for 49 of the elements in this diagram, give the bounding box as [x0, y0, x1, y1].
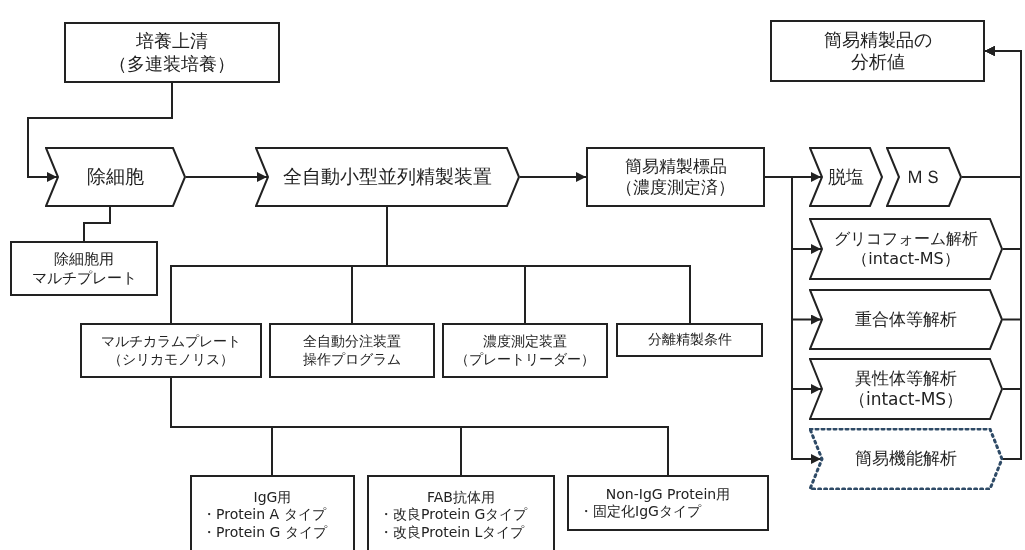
list-item: ・改良Protein Gタイプ: [379, 506, 528, 524]
node-label: 分離精製条件: [647, 331, 732, 349]
node-label: 培養上清（多連装培養）: [109, 30, 235, 75]
node-label: 簡易精製標品（濃度測定済）: [616, 155, 735, 199]
arrow: [519, 172, 587, 182]
process-step: [886, 147, 962, 207]
node-label: ＭＳ: [906, 165, 942, 189]
process-step: [809, 289, 1003, 350]
process-box: [442, 323, 608, 378]
node-label: FAB抗体用: [427, 488, 495, 507]
list-item: ・改良Protein Lタイプ: [379, 523, 525, 542]
connector-line: [83, 206, 111, 242]
process-box: [616, 323, 763, 357]
column-type-box: [190, 475, 355, 550]
node-label: 重合体等解析: [855, 308, 957, 331]
process-box: [80, 323, 262, 378]
process-step: [809, 358, 1003, 420]
node-label: Non-IgG Protein用: [605, 485, 731, 503]
list-item: ・Protein A タイプ: [202, 506, 326, 524]
process-step: [809, 218, 1003, 280]
process-box: [10, 241, 158, 296]
process-step: [809, 147, 883, 207]
node-label: 全自動小型並列精製装置: [283, 165, 492, 189]
process-step: [45, 147, 186, 207]
node-label: 全自動分注装置操作プログラム: [303, 333, 401, 368]
node-label: グリコフォーム解析（intact-MS）: [834, 229, 978, 269]
arrow: [185, 172, 268, 182]
process-box: [64, 22, 280, 83]
list-item: ・Protein G タイプ: [202, 523, 327, 542]
process-box: [269, 323, 435, 378]
list-item: ・固定化IgGタイプ: [579, 503, 701, 521]
node-label: 除細胞用マルチプレート: [31, 249, 137, 288]
node-label: マルチカラムプレート（シリカモノリス）: [101, 333, 241, 368]
arrow: [984, 46, 1022, 460]
column-type-box: [567, 475, 769, 531]
node-label: 簡易機能解析: [855, 448, 957, 470]
node-label: 異性体等解析（intact-MS）: [848, 367, 964, 411]
process-step: [255, 147, 520, 207]
result-box: [770, 20, 985, 82]
process-step: [809, 428, 1003, 490]
arrow: [764, 176, 822, 464]
process-box: [586, 147, 765, 207]
node-label: IgG用: [253, 488, 292, 507]
arrow: [27, 82, 173, 182]
node-label: 除細胞: [87, 165, 144, 189]
node-label: 濃度測定装置（プレートリーダー）: [455, 333, 595, 368]
column-type-box: [367, 475, 555, 550]
node-label: 簡易精製品の分析値: [823, 28, 932, 74]
node-label: 脱塩: [828, 165, 864, 189]
